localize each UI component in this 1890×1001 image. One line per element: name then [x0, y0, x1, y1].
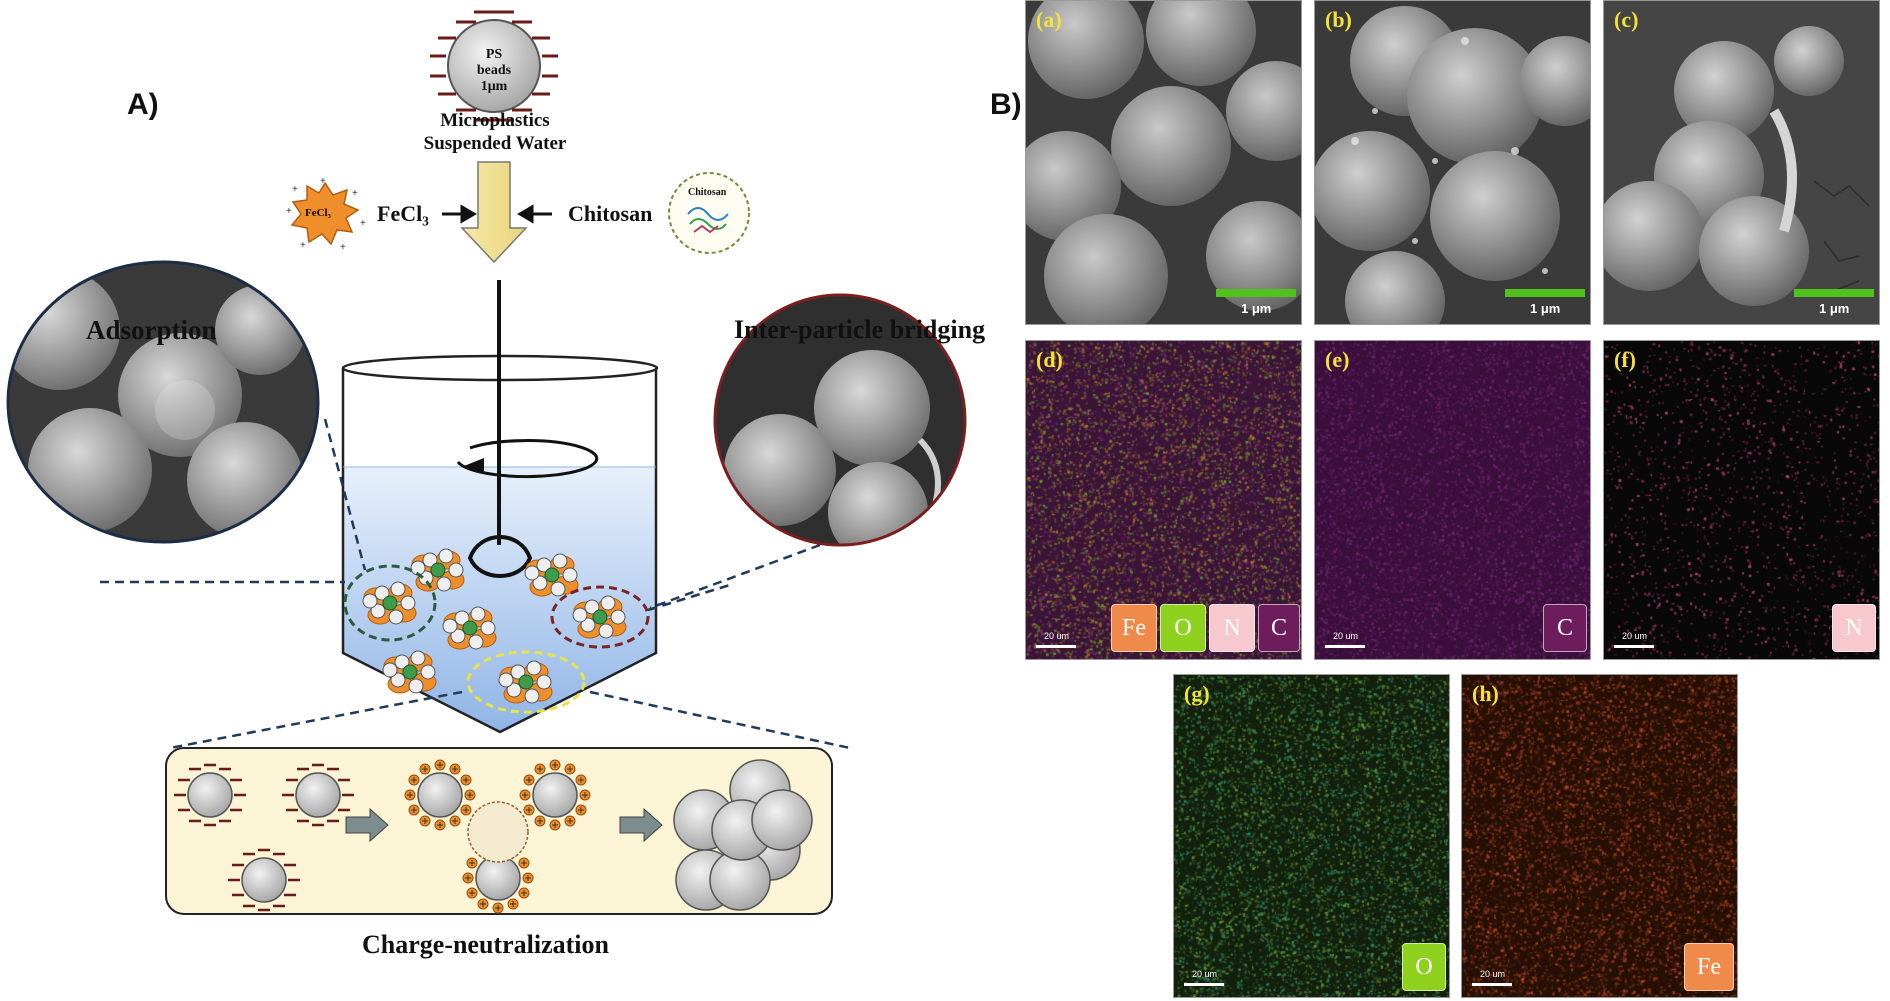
adsorption-label: Adsorption	[86, 315, 217, 345]
bridging-label: Inter-particle bridging	[734, 315, 986, 344]
ps-beads-label: PS beads 1μm	[476, 47, 512, 94]
chitosan-icon-label: Chitosan	[688, 187, 727, 198]
sem-c-id: (c)	[1614, 7, 1639, 32]
floc-cluster	[382, 650, 437, 694]
fecl3-label: FeCl₃	[377, 201, 429, 226]
scale-text: 1 μm	[1241, 301, 1272, 316]
svg-text:+: +	[300, 240, 306, 251]
floc-cluster	[362, 581, 417, 625]
sem-b-id: (b)	[1325, 7, 1352, 32]
eds-e-id: (e)	[1325, 347, 1350, 372]
scale-text: 1 μm	[1530, 301, 1561, 316]
scale-text: 20 um	[1192, 969, 1218, 979]
charged-bead	[282, 763, 354, 827]
eds-map-h: (h) 20 um Fe	[1461, 674, 1738, 998]
scale-bar	[1036, 645, 1076, 648]
eds-map-f: (f) 20 um N	[1603, 340, 1880, 660]
eds-map-e: (e) 20 um C	[1314, 340, 1591, 660]
panel-b-label: B)	[990, 88, 1022, 121]
scale-bar	[1614, 645, 1654, 648]
fecl3-icon: +++++++	[286, 176, 366, 253]
element-chip-fe: Fe	[1111, 604, 1157, 652]
element-chip-o: O	[1402, 943, 1446, 991]
chitosan-label: Chitosan	[568, 201, 653, 226]
bridging-sem-inset	[713, 293, 967, 547]
input-arrows	[442, 204, 552, 224]
eds-map-d: (d) 20 um Fe O N C	[1025, 340, 1302, 660]
flocculation-diagram: +++++++	[6, 10, 967, 915]
scale-bar	[1184, 983, 1224, 986]
arrow-right-icon	[619, 807, 663, 843]
adsorption-sem-inset	[6, 260, 320, 544]
element-chip-n: N	[1832, 604, 1876, 652]
charged-bead	[404, 759, 476, 831]
scale-text: 20 um	[1333, 631, 1359, 641]
charge-neutralization-label: Charge-neutralization	[362, 930, 609, 959]
chitosan-center	[467, 801, 529, 863]
neutralization-highlight	[466, 650, 586, 714]
scale-text: 20 um	[1480, 969, 1506, 979]
microplastics-label: Microplastics Suspended Water	[423, 110, 567, 154]
stirrer-icon	[456, 280, 599, 578]
adsorption-highlight	[343, 564, 437, 642]
chitosan-icon	[668, 172, 750, 254]
flocs	[362, 548, 627, 704]
svg-text:+: +	[320, 176, 326, 187]
aggregated-bead	[751, 789, 813, 851]
floc-cluster	[410, 548, 465, 592]
ps-bead-icon	[430, 10, 558, 122]
eds-d-id: (d)	[1036, 347, 1063, 372]
svg-text:+: +	[360, 218, 366, 229]
sem-image-b: (b) 1 μm	[1314, 0, 1591, 325]
element-chip-c: C	[1258, 604, 1300, 652]
element-chip-o: O	[1160, 604, 1206, 652]
charged-bead	[228, 848, 300, 912]
eds-map-g: (g) 20 um O	[1173, 674, 1450, 998]
floc-cluster	[572, 595, 627, 639]
element-chip-n: N	[1209, 604, 1255, 652]
floc-cluster	[498, 660, 553, 704]
sem-image-c: (c) 1 μm	[1603, 0, 1880, 325]
eds-h-id: (h)	[1472, 681, 1499, 706]
floc-cluster	[442, 606, 497, 650]
floc-cluster	[524, 553, 579, 597]
arrow-right-icon	[345, 807, 389, 843]
panel-a-label: A)	[127, 88, 159, 121]
element-chip-c: C	[1543, 604, 1587, 652]
scale-text: 20 um	[1044, 631, 1070, 641]
charge-neutralization-schematic	[174, 759, 813, 914]
eds-f-id: (f)	[1614, 347, 1636, 372]
bridging-highlight	[550, 585, 650, 649]
charged-bead	[519, 759, 591, 831]
svg-text:+: +	[352, 188, 358, 199]
scale-bar	[1794, 289, 1874, 297]
down-arrow-icon	[460, 161, 528, 264]
sem-a-id: (a)	[1036, 7, 1062, 32]
charged-bead	[174, 763, 246, 827]
sem-image-a: (a) 1 μm	[1025, 0, 1302, 325]
scale-bar	[1216, 289, 1296, 297]
connector-lines	[100, 418, 851, 750]
scale-text: 1 μm	[1819, 301, 1850, 316]
svg-text:+: +	[292, 184, 298, 195]
svg-text:+: +	[340, 242, 346, 253]
element-chip-fe: Fe	[1684, 943, 1734, 991]
scale-bar	[1505, 289, 1585, 297]
scale-bar	[1472, 983, 1512, 986]
eds-g-id: (g)	[1184, 681, 1210, 706]
scale-text: 20 um	[1622, 631, 1648, 641]
scale-bar	[1325, 645, 1365, 648]
svg-text:+: +	[286, 206, 292, 217]
fecl3-icon-label: FeCl₃	[305, 207, 331, 219]
